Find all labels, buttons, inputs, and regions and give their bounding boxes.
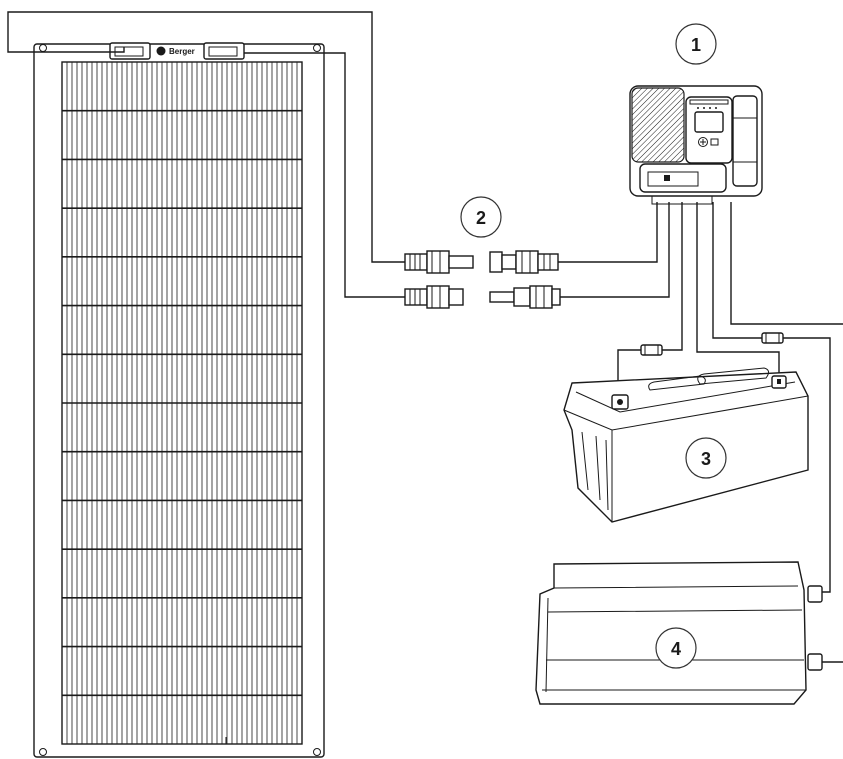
plus-button-icon [700, 139, 706, 145]
plus-button [698, 137, 708, 147]
minus-button-icon [710, 138, 719, 146]
terminal-lock-icon [664, 175, 670, 181]
connector-nut [426, 250, 450, 274]
junction-box-right-inner [208, 46, 238, 57]
marker-label: 3 [701, 449, 711, 469]
battery [563, 367, 809, 523]
connector-nut [529, 285, 553, 309]
wire-inverter-positive [783, 337, 831, 593]
connector-top-left [404, 250, 474, 274]
battery-ribs [581, 431, 609, 511]
marker-circle [675, 23, 717, 65]
connector-socket [448, 288, 464, 306]
wire-controller-pv-negative [560, 202, 670, 298]
wire-battery-negative [696, 202, 780, 378]
connector-pin [448, 255, 474, 269]
connector-tail [537, 253, 559, 271]
junction-box-left [109, 42, 151, 60]
battery-lid-rim [575, 381, 796, 413]
marker-label: 4 [671, 639, 681, 659]
connector-body [501, 254, 517, 270]
panel-cells [62, 62, 302, 744]
connector-nut [515, 250, 539, 274]
status-led [703, 107, 705, 109]
connector-top-right [489, 250, 559, 274]
wire-controller-pv-positive [558, 202, 658, 263]
marker-inverter: 4 [655, 627, 697, 669]
status-led [709, 107, 711, 109]
wire-panel-negative [244, 52, 405, 298]
battery-body [563, 371, 809, 523]
marker-circle [655, 627, 697, 669]
junction-box-right [203, 42, 245, 60]
status-led [697, 107, 699, 109]
connector-bottom-right [489, 285, 561, 309]
connector-bottom-left [404, 285, 464, 309]
connector-tail [551, 288, 561, 306]
marker-circle [460, 196, 502, 238]
wire-panel-positive [7, 11, 405, 263]
marker-charge-controller: 1 [675, 23, 717, 65]
status-led [715, 107, 717, 109]
connector-pin [489, 291, 515, 303]
terminal-bolt-icon [777, 379, 781, 384]
marker-label: 1 [691, 35, 701, 55]
marker-connectors: 2 [460, 196, 502, 238]
marker-label: 2 [476, 208, 486, 228]
controller-heatsink [631, 87, 685, 163]
panel-mount-hole [313, 748, 321, 756]
terminal-cover [639, 163, 727, 193]
battery-handle-left [648, 375, 706, 391]
marker-battery: 3 [685, 437, 727, 479]
mc4-connectors [404, 250, 561, 309]
connector-body [513, 287, 531, 307]
wire-battery-positive [662, 202, 683, 351]
connector-body [404, 253, 428, 271]
terminal-bolt-icon [617, 399, 623, 405]
controller-display [694, 111, 724, 133]
solar-panel: Berger [33, 42, 325, 758]
fuse-load [761, 332, 784, 344]
battery-handle-right [697, 367, 770, 385]
marker-circle [685, 437, 727, 479]
connector-body [404, 288, 428, 306]
charge-controller [629, 85, 763, 205]
connector-socket [489, 251, 503, 273]
inverter-terminal-negative [807, 653, 823, 671]
inverter-left-edge [545, 597, 549, 693]
brand-logo-icon [156, 46, 166, 56]
panel-brand-label: Berger [169, 47, 195, 56]
inverter-terminal-positive [807, 585, 823, 603]
fuse-battery [640, 344, 663, 356]
panel-mount-hole [313, 44, 321, 52]
connector-nut [426, 285, 450, 309]
wire-load-positive [712, 202, 762, 339]
terminal-window [647, 171, 699, 187]
inverter-ridges [542, 585, 806, 691]
panel-mount-hole [39, 748, 47, 756]
controller-side-panel [732, 95, 758, 187]
wire-load-negative [730, 202, 843, 325]
controller-top-strip [689, 99, 729, 105]
